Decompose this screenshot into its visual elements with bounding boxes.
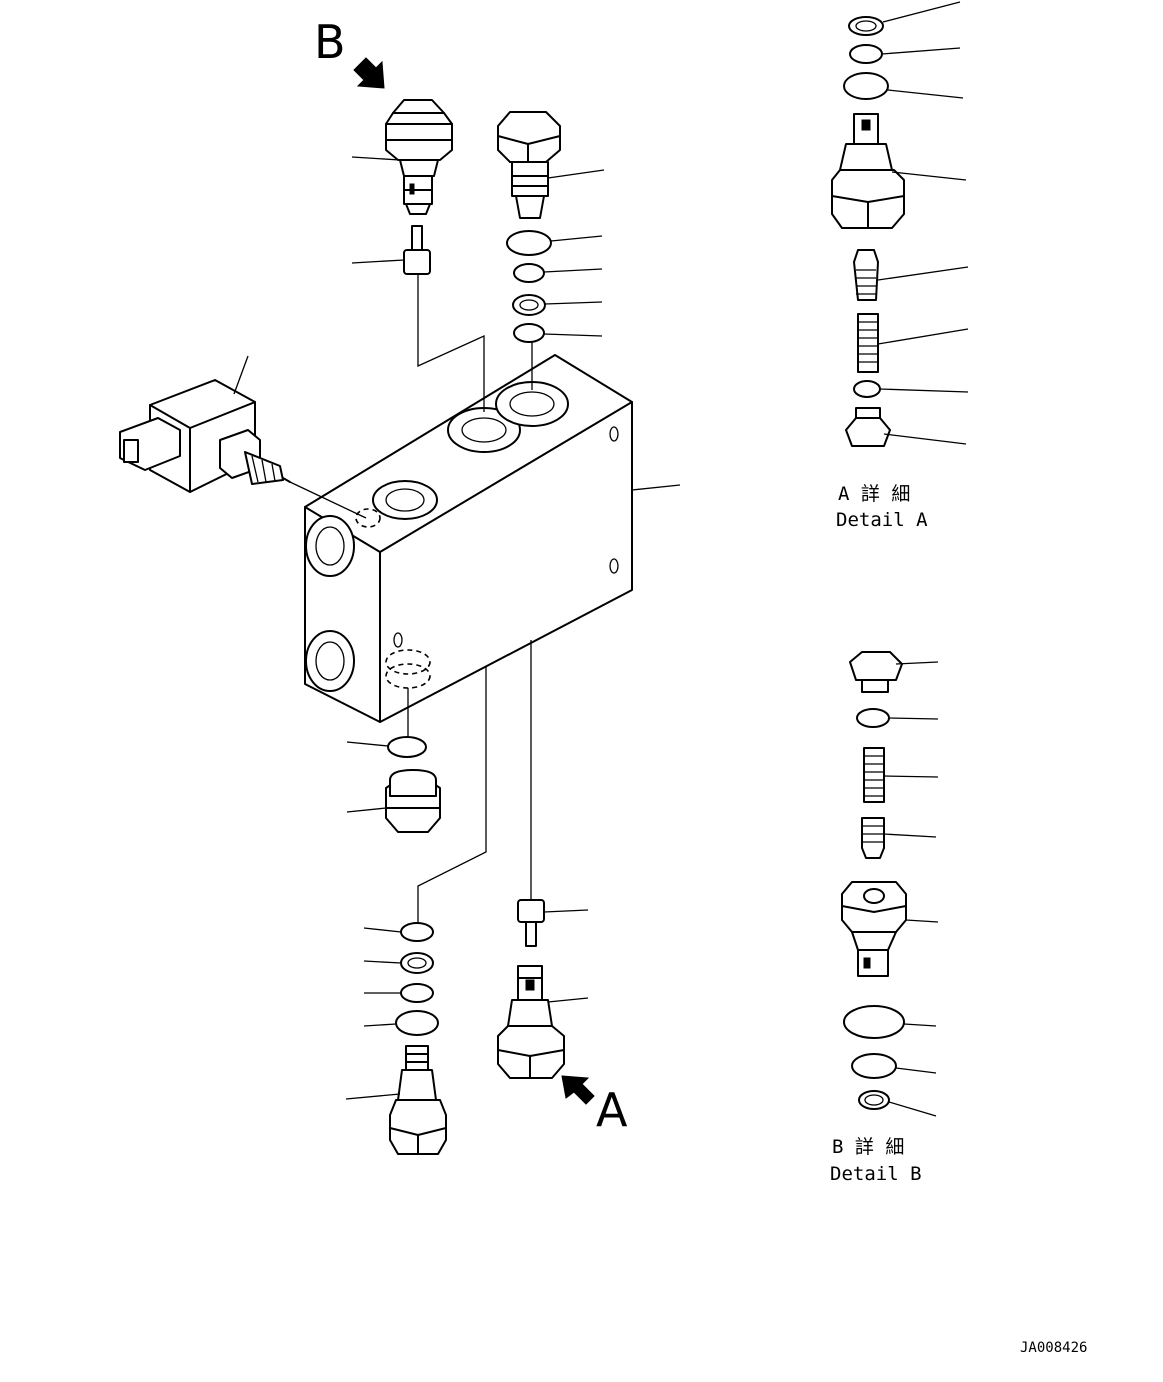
detail-a-parts [831, 16, 905, 447]
valve-block [304, 354, 633, 723]
relief-valve-a [497, 899, 565, 1079]
view-arrow-b-icon [353, 57, 385, 89]
detail-b-parts [841, 651, 907, 1110]
drawing-number: JA008426 [1020, 1340, 1087, 1356]
detail-b-title-en: Detail B [830, 1163, 922, 1185]
solenoid-valve [119, 379, 291, 493]
assembly-path-lines [289, 274, 533, 922]
view-arrow-a-icon [561, 1075, 595, 1105]
view-label-b: B [314, 15, 346, 69]
view-label-a: A [596, 1083, 628, 1137]
detail-a-title-jp: A 詳 細 [838, 483, 910, 505]
relief-valve-b [385, 99, 453, 215]
piston-pin-top [403, 225, 431, 275]
detail-b-title-jp: B 詳 細 [832, 1136, 904, 1158]
plug-assembly-top [497, 111, 561, 343]
cartridge-bottom-left [389, 922, 447, 1155]
detail-a-title-en: Detail A [836, 509, 928, 531]
plug-bottom [385, 736, 441, 833]
leader-lines [233, 1, 969, 1117]
